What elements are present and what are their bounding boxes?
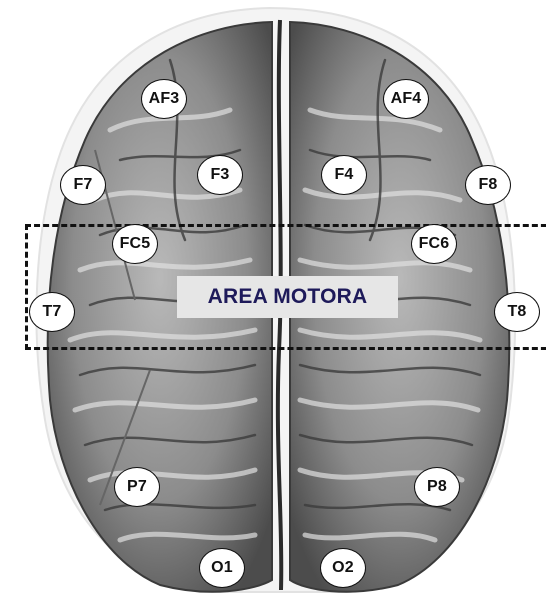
electrode-fc5: FC5 (112, 224, 158, 264)
electrode-o1: O1 (199, 548, 245, 588)
electrode-f4: F4 (321, 155, 367, 195)
electrode-t7: T7 (29, 292, 75, 332)
electrode-o2: O2 (320, 548, 366, 588)
electrode-f3: F3 (197, 155, 243, 195)
electrode-af4: AF4 (383, 79, 429, 119)
electrode-fc6: FC6 (411, 224, 457, 264)
electrode-af3: AF3 (141, 79, 187, 119)
electrode-p7: P7 (114, 467, 160, 507)
motor-area-label: AREA MOTORA (177, 276, 398, 318)
electrode-p8: P8 (414, 467, 460, 507)
electrode-f8: F8 (465, 165, 511, 205)
electrode-f7: F7 (60, 165, 106, 205)
electrode-t8: T8 (494, 292, 540, 332)
